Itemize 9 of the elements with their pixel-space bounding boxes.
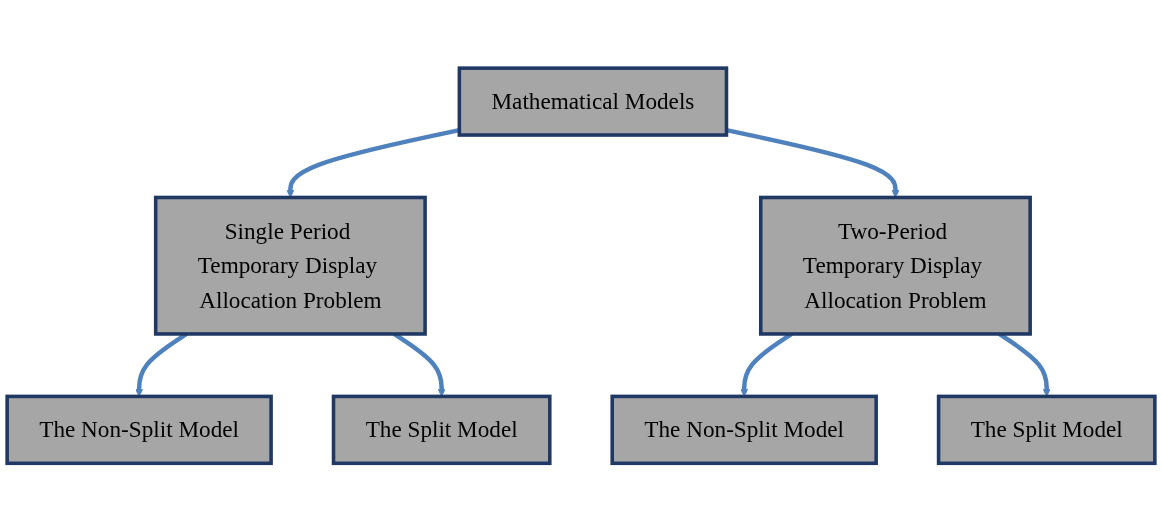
node-box: The Split Model [331,394,552,465]
node-box: The Split Model [936,394,1157,465]
node-box: Single Period Temporary Display Allocation Problem [153,195,427,336]
arrow [286,127,460,198]
node-box: Two-Period Temporary Display Allocation Problem [758,195,1032,336]
node-box: The Non-Split Model [5,394,273,465]
node-box: The Non-Split Model [610,394,878,465]
arrow [726,127,900,198]
node-box: Mathematical Models [457,66,729,137]
